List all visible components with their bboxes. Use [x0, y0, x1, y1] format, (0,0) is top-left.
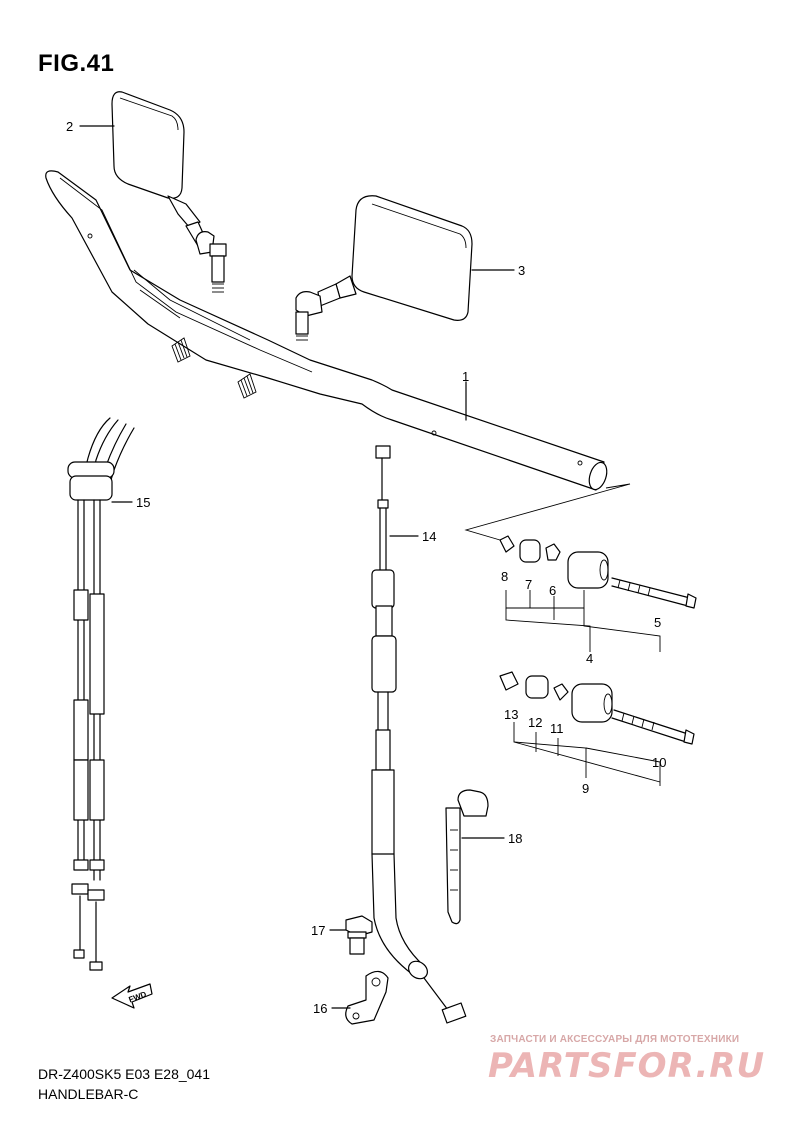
callout-12: 12 — [528, 715, 543, 730]
callout-4: 4 — [586, 651, 594, 666]
callout-18: 18 — [508, 831, 523, 846]
callout-3: 3 — [518, 263, 526, 278]
callout-9: 9 — [582, 781, 590, 796]
throttle-cables — [67, 417, 135, 971]
callout-10: 10 — [652, 755, 667, 770]
callout-13: 13 — [504, 707, 519, 722]
model-code: DR-Z400SK5 E03 E28_041 — [38, 1066, 210, 1082]
bolt — [345, 915, 373, 955]
callout-6: 6 — [549, 583, 557, 598]
watermark-brand: PARTSFOR.RU — [488, 1046, 766, 1086]
mirror-right — [295, 195, 473, 341]
clutch-cable — [371, 445, 467, 1024]
forward-arrow-icon: FWD — [111, 983, 153, 1009]
callout-17: 17 — [311, 923, 326, 938]
bar-end-weight-upper — [499, 535, 697, 609]
bar-end-weight-lower — [499, 671, 695, 745]
handlebar — [45, 170, 608, 491]
callout-8: 8 — [501, 569, 509, 584]
cable-clamp — [345, 970, 389, 1025]
callout-15: 15 — [136, 495, 151, 510]
bar-end-pointer — [464, 483, 631, 541]
leader-5 — [583, 608, 661, 652]
watermark-tagline: ЗАПЧАСТИ И АКСЕССУАРЫ ДЛЯ МОТОТЕХНИКИ — [490, 1034, 740, 1045]
leader-4-bracket — [505, 590, 585, 609]
callout-1: 1 — [462, 369, 470, 384]
callout-2: 2 — [66, 119, 74, 134]
figure-title: FIG.41 — [38, 50, 115, 77]
section-name: HANDLEBAR-C — [38, 1086, 139, 1102]
callout-16: 16 — [313, 1001, 328, 1016]
mirror-left — [111, 91, 227, 293]
leader-10 — [585, 747, 661, 786]
callout-11: 11 — [550, 721, 564, 736]
cable-tie — [445, 789, 489, 925]
callout-7: 7 — [525, 577, 533, 592]
callout-5: 5 — [654, 615, 662, 630]
callout-14: 14 — [422, 529, 437, 544]
